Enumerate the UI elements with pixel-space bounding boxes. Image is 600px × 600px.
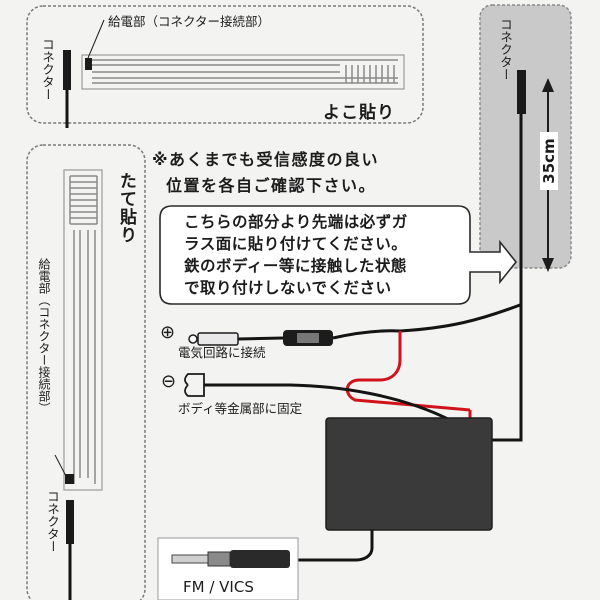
fuse-window xyxy=(297,333,319,343)
callout-line-2: ラス面に貼り付けてください。 xyxy=(184,235,408,253)
vertical-connector-label: コネクター xyxy=(45,490,60,553)
vertical-mount-panel xyxy=(26,144,146,600)
horizontal-feed-label: 給電部（コネクター接続部） xyxy=(108,14,271,29)
plug-label: FM / VICS xyxy=(183,578,254,596)
red-power-wire xyxy=(345,331,471,412)
main-cable xyxy=(492,268,523,442)
dimension-label: 35cm xyxy=(540,138,558,184)
ground-lug xyxy=(184,373,205,397)
output-cable xyxy=(290,530,374,562)
vertical-mount-title: たて貼り xyxy=(116,172,136,244)
horizontal-mount-panel xyxy=(26,5,424,124)
plus-wire-left xyxy=(237,336,284,341)
horizontal-feed-pad xyxy=(85,58,92,70)
horizontal-mount-title: よこ貼り xyxy=(323,103,395,123)
horizontal-antenna-film xyxy=(81,54,405,90)
plug-body xyxy=(230,550,290,568)
callout-line-1: こちらの部分より先端は必ずガ xyxy=(184,213,408,231)
plus-pin-tip xyxy=(188,334,198,344)
plug-panel xyxy=(157,537,299,600)
dimension-arrow-bottom xyxy=(542,258,554,272)
vertical-leader-line xyxy=(54,454,68,479)
dimension-label-bg xyxy=(540,132,558,190)
vertical-antenna-film xyxy=(63,169,103,491)
vertical-feed-label: 給電部（コネクター接続部） xyxy=(37,258,51,414)
horizontal-connector-label: コネクター xyxy=(40,38,55,101)
horizontal-antenna-element xyxy=(92,59,398,84)
right-connector-label: コネクター xyxy=(498,18,513,81)
minus-wire-label: ボディ等金属部に固定 xyxy=(178,401,303,416)
vertical-connector xyxy=(66,500,74,544)
minus-symbol: ⊖ xyxy=(161,371,177,392)
vertical-antenna-element xyxy=(69,175,98,484)
vertical-feed-pad xyxy=(65,474,74,484)
amplifier-box xyxy=(325,417,493,531)
plus-wire-label: 電気回路に接続 xyxy=(178,345,266,360)
plug-sleeve xyxy=(207,551,231,567)
callout-line-4: で取り付けしないでください xyxy=(184,279,392,297)
callout-box xyxy=(159,205,518,305)
callout-line-3: 鉄のボディー等に接触した状態 xyxy=(184,257,407,275)
note-line-2: 位置を各自ご確認下さい。 xyxy=(166,176,377,195)
dimension-arrow-top xyxy=(542,78,554,92)
plus-wire-right xyxy=(332,329,401,340)
note-line-1: ※あくまでも受信感度の良い xyxy=(152,150,380,169)
right-connector xyxy=(517,70,526,114)
note-text: ※あくまでも受信感度の良い 位置を各自ご確認下さい。 xyxy=(152,147,379,199)
plus-symbol: ⊕ xyxy=(160,322,176,343)
horizontal-leader-line xyxy=(87,19,105,59)
callout-text: こちらの部分より先端は必ずガ ラス面に貼り付けてください。 鉄のボディー等に接触… xyxy=(184,211,474,299)
ground-wire xyxy=(204,383,451,422)
plug-pin xyxy=(171,554,209,564)
horizontal-connector xyxy=(63,50,71,90)
red-wire xyxy=(399,303,521,333)
